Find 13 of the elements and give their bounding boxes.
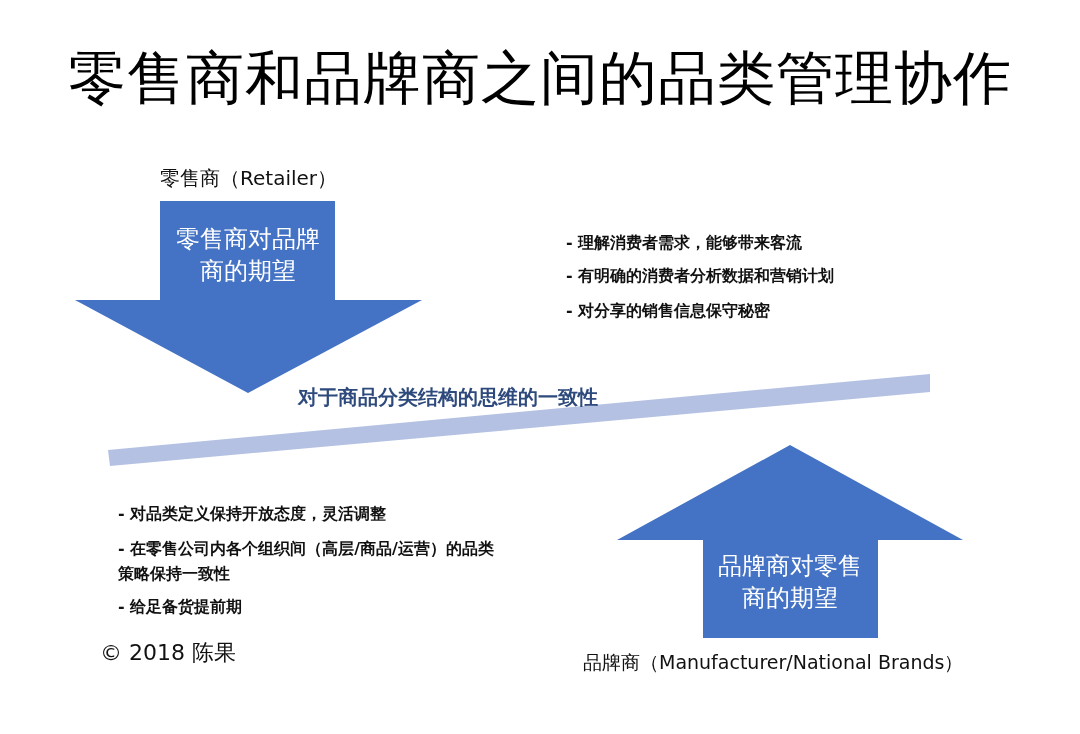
copyright-text: © 2018 陈果 (100, 639, 236, 667)
arrow-text: 品牌商对零售商的期望 (717, 551, 863, 614)
bullet-text: - 对分享的销售信息保守秘密 (566, 300, 772, 322)
arrow-text: 零售商对品牌商的期望 (174, 224, 321, 287)
arrow-heading: 品牌商（Manufacturer/National Brands） (583, 650, 964, 675)
bullet-text: - 理解消费者需求，能够带来客流 (566, 232, 804, 254)
title: 零售商和品牌商之间的品类管理协作 (67, 43, 1013, 114)
bullet-text: - 给足备货提前期 (118, 596, 244, 618)
bullet-text: - 对品类定义保持开放态度，灵活调整 (118, 503, 388, 525)
bar-label: 对于商品分类结构的思维的一致性 (298, 384, 598, 411)
bullet-text: - 在零售公司内各个组织间（高层/商品/运营）的品类策略保持一致性 (118, 538, 495, 585)
bullet-text: - 有明确的消费者分析数据和营销计划 (566, 265, 836, 287)
arrow-heading: 零售商（Retailer） (160, 165, 338, 192)
